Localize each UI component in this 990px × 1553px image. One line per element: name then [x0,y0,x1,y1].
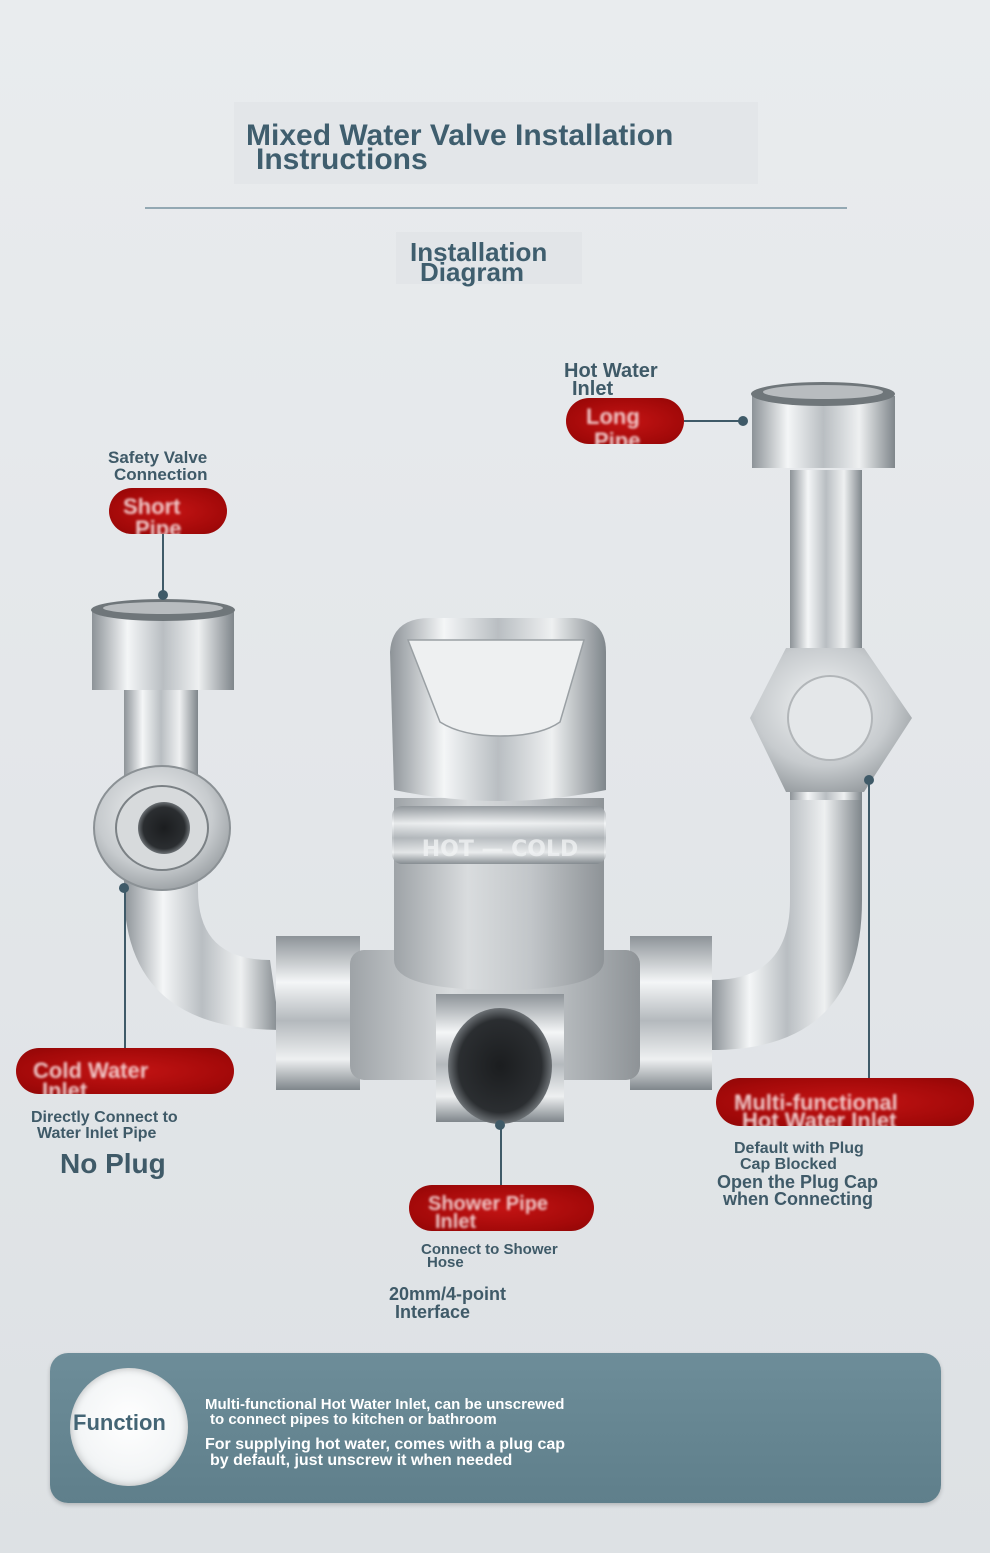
shower-spec-line-2: Interface [395,1302,471,1322]
cold-inlet-leader [124,890,126,1050]
shower-spec-line-1: 20mm/4-point [389,1284,507,1304]
function-text-line-2: to connect pipes to kitchen or bathroom [210,1411,497,1428]
valve-marking: HOT — COLD [422,837,579,862]
multi-hot-desc-line-4: when Connecting [723,1189,873,1209]
safety-valve-pill-line-2: Pipe [135,516,182,534]
multi-hot-instruction: Open the Plug Cap when Connecting [717,1172,879,1209]
hot-inlet-label: Hot Water Inlet [564,360,658,400]
function-text-block-2: For supplying hot water, comes with a pl… [205,1437,565,1469]
multi-hot-pill: Multi-functional Hot Water Inlet [716,1078,974,1126]
shower-dot [495,1120,505,1130]
cold-inlet-pill-line-1: Cold Water [33,1058,149,1083]
safety-valve-dot [158,590,168,600]
function-badge-label: Function [73,1410,166,1435]
function-badge [70,1368,188,1486]
multi-hot-desc-line-2: Cap Blocked [740,1156,837,1173]
shower-spec: 20mm/4-point Interface [389,1285,506,1321]
cold-inlet-note: No Plug [60,1148,166,1179]
cold-inlet-pill-line-2: Inlet [42,1078,88,1094]
title-line-1: Mixed Water Valve Installation [246,119,674,152]
shower-pill-line-1: Shower Pipe [428,1193,549,1215]
multi-hot-leader [868,782,870,1078]
shower-desc-line-2: Hose [427,1254,464,1271]
title-line-2: Instructions [256,143,428,176]
cold-inlet-desc-line-1: Directly Connect to [31,1109,178,1126]
function-text-line-3: For supplying hot water, comes with a pl… [205,1436,566,1453]
multi-hot-pill-line-2: Hot Water Inlet [742,1108,897,1126]
hot-inlet-label-line-2: Inlet [572,378,614,400]
subtitle-line-1: Installation [410,237,548,267]
safety-valve-leader [162,534,164,594]
hot-inlet-pill: Long Pipe [566,398,684,444]
safety-valve-pill: Short Pipe [109,488,227,534]
cold-inlet-pill: Cold Water Inlet [16,1048,234,1094]
safety-valve-label-line-2: Connection [114,465,208,484]
hot-inlet-pill-line-2: Pipe [594,428,641,444]
function-text-line-1: Multi-functional Hot Water Inlet, can be… [205,1396,565,1413]
shower-pill: Shower Pipe Inlet [409,1185,594,1231]
function-panel [50,1353,941,1503]
shower-leader [500,1126,502,1186]
page-title: Mixed Water Valve Installation Instructi… [234,102,758,184]
multi-hot-pill-line-1: Multi-functional [734,1090,898,1115]
multi-hot-desc-line-3: Open the Plug Cap [717,1172,879,1192]
hot-inlet-label-line-1: Hot Water [564,360,658,382]
safety-valve-label: Safety Valve Connection [108,449,208,483]
hot-inlet-pill-line-1: Long [586,404,640,429]
safety-valve-pill-line-1: Short [123,494,181,519]
cold-inlet-dot [119,883,129,893]
title-divider [145,207,847,209]
section-subtitle: Installation Diagram [396,232,582,287]
function-text-line-4: by default, just unscrew it when needed [210,1452,513,1469]
shower-pill-line-2: Inlet [435,1211,477,1231]
shower-description: Connect to Shower Hose [421,1241,558,1271]
multi-hot-description: Default with Plug Cap Blocked [734,1141,864,1173]
subtitle-line-2: Diagram [420,257,525,287]
cold-inlet-desc-line-2: Water Inlet Pipe [37,1125,157,1142]
hot-inlet-leader [684,420,744,422]
multi-hot-dot [864,775,874,785]
shower-desc-line-1: Connect to Shower [421,1241,558,1258]
multi-hot-desc-line-1: Default with Plug [734,1140,864,1157]
cold-inlet-description: Directly Connect to Water Inlet Pipe [31,1110,178,1142]
safety-valve-label-line-1: Safety Valve [108,448,208,467]
hot-inlet-dot [738,416,748,426]
function-text-block-1: Multi-functional Hot Water Inlet, can be… [205,1397,564,1427]
